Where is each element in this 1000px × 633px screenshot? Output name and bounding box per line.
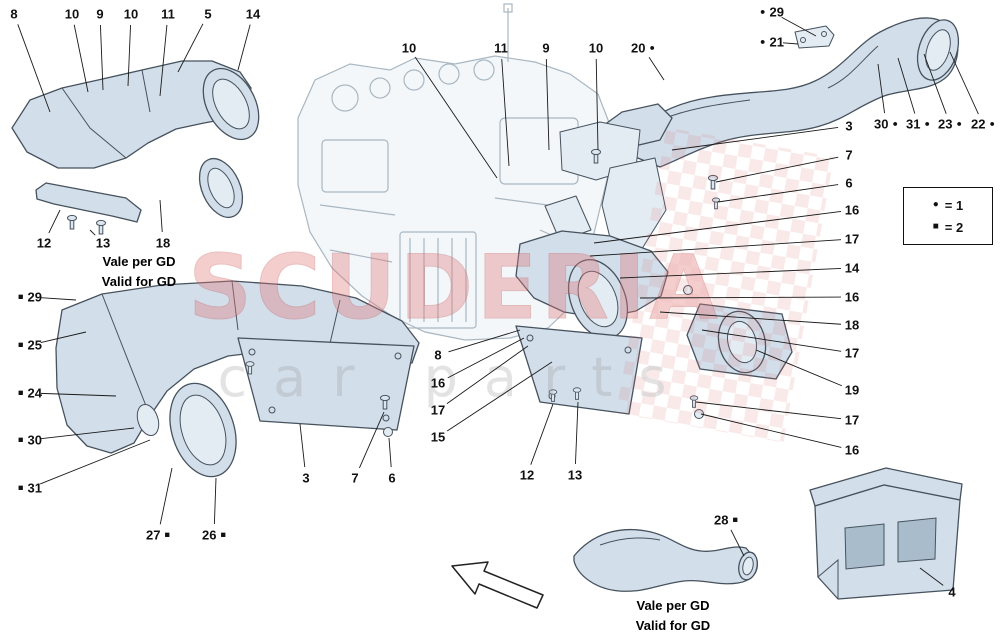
duct-ring-left-outlet xyxy=(169,382,237,478)
duct-ring-top-left xyxy=(202,67,260,141)
note-line: Valid for GD xyxy=(635,617,711,633)
legend-item-square: ■ = 2 xyxy=(904,220,992,235)
note-line: Valid for GD xyxy=(101,273,177,289)
note-valid-for-gd-left: Vale per GD Valid for GD xyxy=(76,252,202,291)
note-valid-for-gd-bottom: Vale per GD Valid for GD xyxy=(610,596,736,633)
air-distribution-box xyxy=(809,467,963,600)
square-symbol: ■ xyxy=(932,221,939,232)
inset-duct-gd xyxy=(573,528,758,592)
note-line: Vale per GD xyxy=(636,598,710,613)
duct-front-left xyxy=(11,60,260,235)
dot-symbol: ● xyxy=(932,199,939,210)
dashboard-duct-left xyxy=(55,280,420,478)
leader-lines xyxy=(17,16,979,586)
legend-item-label: = 2 xyxy=(944,219,964,235)
duct-ring-center xyxy=(567,259,629,339)
direction-arrow xyxy=(451,561,544,609)
legend-box: ● = 1 ■ = 2 xyxy=(903,187,993,245)
note-line: Vale per GD xyxy=(102,254,176,269)
legend-item-dot: ● = 1 xyxy=(904,198,992,213)
legend-item-label: = 1 xyxy=(944,197,964,213)
duct-ring-lower-left xyxy=(198,157,244,219)
